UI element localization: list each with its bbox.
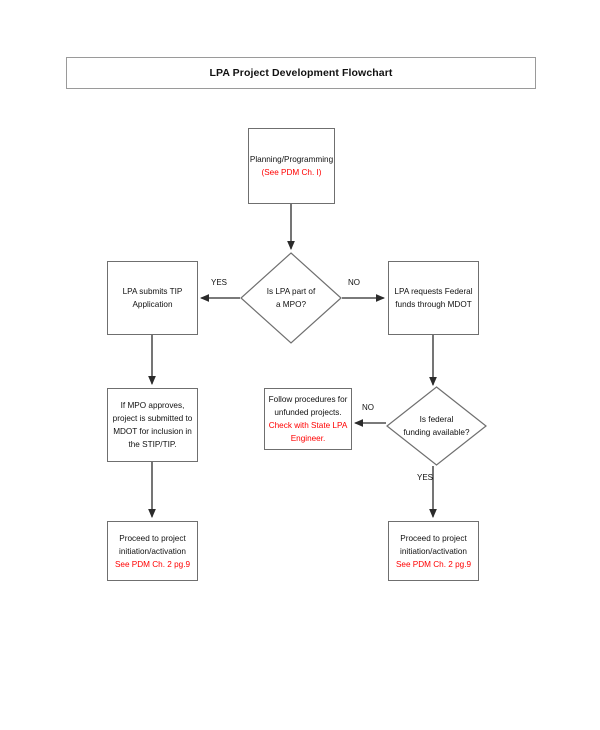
node-line: LPA submits TIP — [122, 287, 183, 296]
diamond-shape — [386, 386, 487, 466]
node-is-lpa-part-of-mpo[interactable]: Is LPA part of a MPO? — [240, 252, 342, 344]
node-line-reference: Engineer. — [290, 434, 326, 443]
edge-label-mpo-no: NO — [348, 278, 360, 287]
node-is-federal-funding-available[interactable]: Is federal funding available? — [386, 386, 487, 466]
node-line: funds through MDOT — [395, 300, 472, 309]
node-line-reference: See PDM Ch. 2 pg.9 — [114, 559, 191, 569]
node-lpa-requests-federal-funds[interactable]: LPA requests Federal funds through MDOT — [388, 261, 479, 335]
node-proceed-right[interactable]: Proceed to project initiation/activation… — [388, 521, 479, 581]
edge-label-mpo-yes: YES — [211, 278, 228, 287]
node-lpa-submits-tip[interactable]: LPA submits TIP Application — [107, 261, 198, 335]
node-line-reference: (See PDM Ch. I) — [261, 168, 322, 177]
node-line: Proceed to project — [119, 533, 186, 543]
page-title: LPA Project Development Flowchart — [209, 67, 393, 79]
node-line-reference: See PDM Ch. 2 pg.9 — [395, 559, 472, 569]
node-line: Planning/Programming — [249, 155, 334, 164]
diamond-shape — [240, 252, 342, 344]
edge-label-funding-yes: YES — [417, 473, 434, 482]
node-line: MDOT for inclusion in — [113, 427, 192, 436]
node-proceed-left[interactable]: Proceed to project initiation/activation… — [107, 521, 198, 581]
node-planning-programming[interactable]: Planning/Programming (See PDM Ch. I) — [248, 128, 335, 204]
node-line: initiation/activation — [119, 546, 186, 556]
node-line: Follow procedures for — [268, 395, 348, 404]
node-if-mpo-approves[interactable]: If MPO approves, project is submitted to… — [107, 388, 198, 462]
node-line: initiation/activation — [400, 546, 467, 556]
node-unfunded-projects[interactable]: Follow procedures for unfunded projects.… — [264, 388, 352, 450]
node-line: project is submitted to — [112, 414, 193, 423]
node-line: unfunded projects. — [274, 408, 342, 417]
node-line: If MPO approves, — [120, 401, 185, 410]
node-line-reference: Check with State LPA — [268, 421, 348, 430]
page-title-banner: LPA Project Development Flowchart — [66, 57, 536, 89]
node-line: the STIP/TIP. — [128, 440, 177, 449]
node-line: Application — [132, 300, 173, 309]
node-line: Proceed to project — [400, 533, 467, 543]
node-line: LPA requests Federal — [394, 287, 473, 296]
edge-label-funding-no: NO — [362, 403, 374, 412]
